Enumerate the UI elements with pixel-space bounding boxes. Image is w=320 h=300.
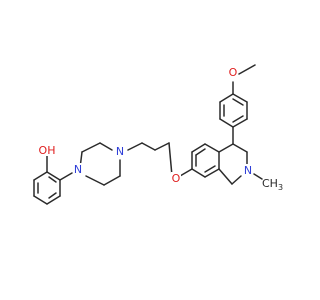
- bond: [85, 175, 105, 186]
- piperazine-n1-label: N: [74, 163, 82, 176]
- bond: [48, 176, 57, 183]
- bond: [195, 148, 206, 156]
- molecule-structure-canvas: OH N N O N CH3 O: [33, 64, 283, 205]
- hydroxyl-label: OH: [39, 144, 56, 157]
- bond: [46, 195, 61, 205]
- bond: [232, 115, 244, 123]
- bond: [191, 168, 206, 178]
- bond: [219, 93, 234, 103]
- bond: [154, 142, 170, 151]
- bond: [218, 143, 234, 153]
- ring-nitrogen-label: N: [244, 164, 252, 177]
- bond: [218, 168, 233, 185]
- bond: [253, 173, 263, 180]
- bond: [179, 168, 193, 177]
- bond: [204, 165, 216, 173]
- methoxy-oxygen-label: O: [229, 66, 238, 79]
- bond: [33, 171, 48, 181]
- bond: [219, 118, 234, 128]
- bond: [33, 195, 48, 205]
- bond: [231, 175, 242, 185]
- bond: [238, 64, 256, 75]
- ether-oxygen-label: O: [172, 172, 181, 185]
- bond: [127, 142, 143, 151]
- molecule-diagram: OH N N O N CH3 O: [33, 64, 283, 205]
- bond: [168, 142, 173, 177]
- bond: [48, 192, 57, 199]
- atom-label-layer: OH N N O N CH3 O: [38, 66, 283, 192]
- bond: [81, 142, 101, 153]
- bond: [191, 143, 206, 153]
- bond: [232, 93, 248, 103]
- bond: [204, 143, 220, 153]
- bond: [232, 98, 244, 106]
- piperazine-n4-label: N: [116, 145, 124, 158]
- bond: [204, 168, 220, 178]
- n-methyl-label: CH3: [262, 177, 283, 192]
- bond: [103, 175, 121, 186]
- bond: [232, 143, 248, 153]
- bond: [59, 172, 73, 181]
- bond: [232, 118, 248, 128]
- bond: [141, 142, 156, 151]
- bond: [99, 142, 113, 151]
- bond-layer: [33, 64, 263, 205]
- bond: [46, 171, 61, 181]
